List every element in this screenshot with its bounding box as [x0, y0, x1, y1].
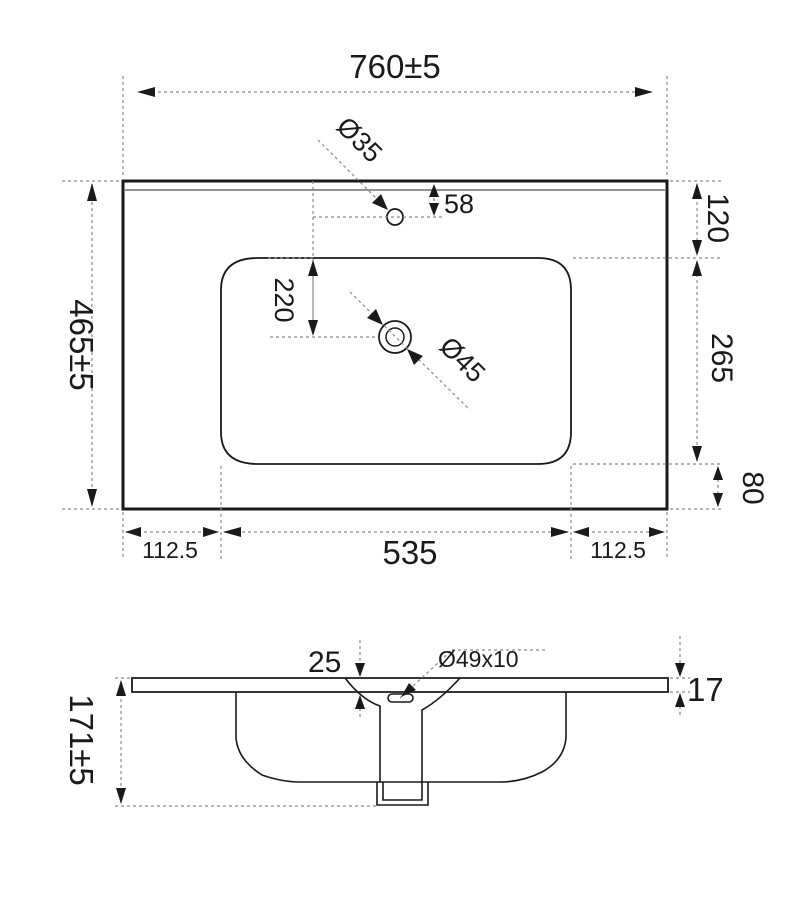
top-view: 760±5 465±5 Ø35 58 220 Ø45 120 265 80 11…	[62, 48, 769, 571]
right-mid-label: 265	[705, 333, 738, 383]
drain-inner	[385, 327, 405, 347]
drain-outlet	[376, 782, 429, 806]
height-dim-label: 171±5	[63, 694, 100, 786]
dim-25-label: 25	[308, 646, 341, 679]
countertop-outline	[121, 179, 669, 511]
width-dim-label: 760±5	[349, 48, 441, 85]
depth-dim-label: 465±5	[63, 299, 100, 391]
top-thickness-label: 17	[687, 671, 724, 708]
slab-outline	[131, 677, 669, 693]
tap-hole-dia-label: Ø35	[331, 111, 388, 168]
tap-hole	[386, 208, 404, 226]
right-bottom-label: 80	[736, 471, 769, 504]
overflow-slot	[387, 693, 414, 703]
drain-dia-label: Ø45	[434, 331, 491, 388]
basin-body	[235, 692, 567, 783]
tap-offset-label: 58	[444, 189, 474, 219]
bottom-right-label: 112.5	[590, 537, 646, 563]
side-view: 25 Ø49x10 17 171±5	[63, 636, 724, 807]
drain-offset-label: 220	[269, 277, 299, 322]
drain-cone	[344, 677, 461, 782]
overflow-dim-label: Ø49x10	[438, 646, 519, 672]
bottom-left-label: 112.5	[142, 537, 198, 563]
basin-outline	[220, 257, 572, 465]
bottom-mid-label: 535	[382, 534, 437, 571]
drain-outer	[378, 320, 412, 354]
right-top-label: 120	[701, 193, 734, 243]
